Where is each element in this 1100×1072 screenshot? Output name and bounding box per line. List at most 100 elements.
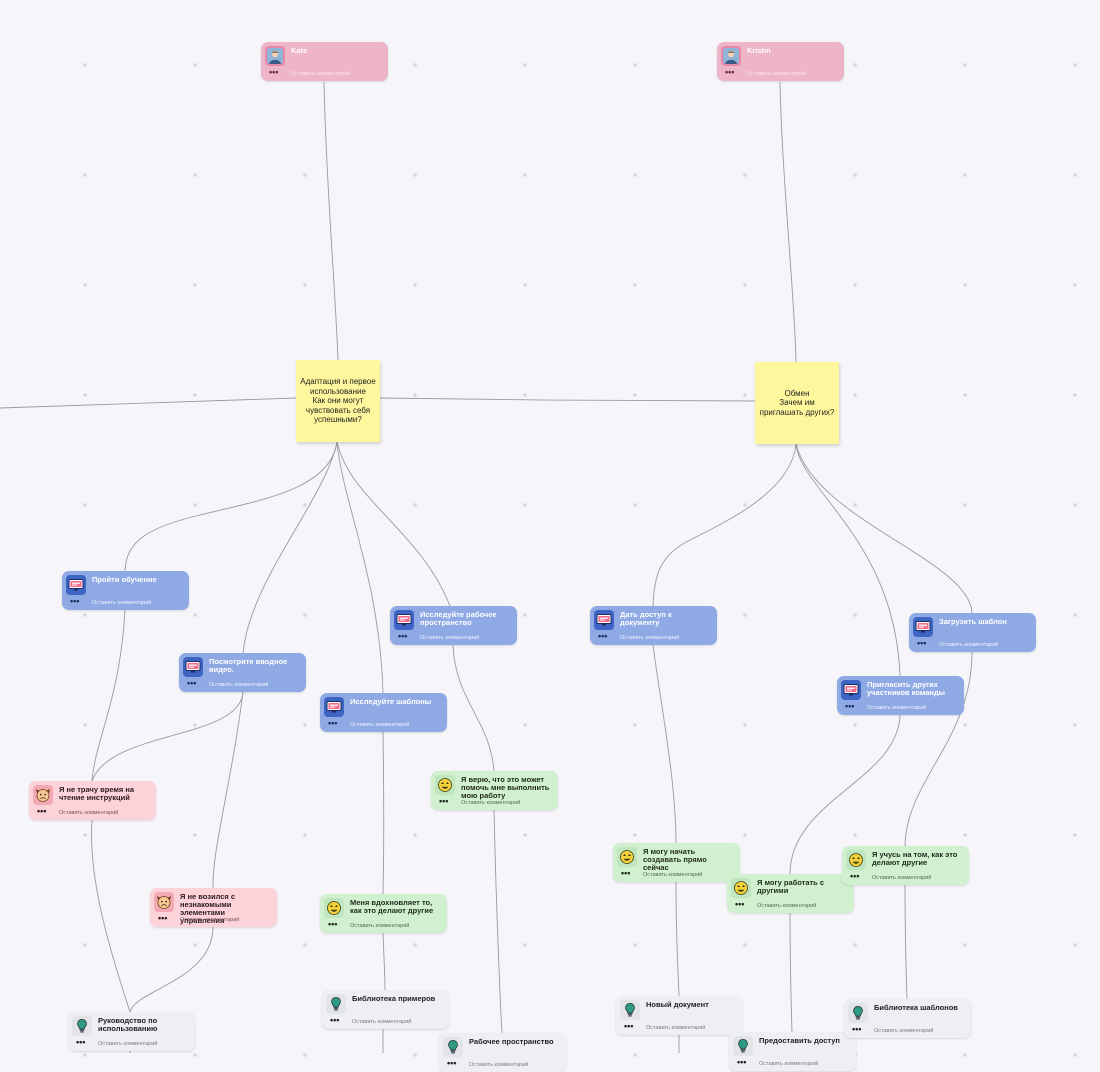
- leave-comment-link[interactable]: Оставить комментарий: [867, 705, 927, 711]
- leave-comment-link[interactable]: Оставить комментарий: [646, 1025, 706, 1031]
- more-options-icon[interactable]: •••: [735, 899, 745, 909]
- leave-comment-link[interactable]: Оставить комментарий: [180, 917, 240, 923]
- resource-card[interactable]: Библиотека примеров•••Оставить комментар…: [322, 990, 449, 1029]
- leave-comment-link[interactable]: Оставить комментарий: [757, 903, 817, 909]
- more-options-icon[interactable]: •••: [852, 1024, 862, 1034]
- action-card[interactable]: Посмотрите вводное видео.•••Оставить ком…: [179, 653, 306, 692]
- connector-line[interactable]: [336, 441, 384, 694]
- leave-comment-link[interactable]: Оставить комментарий: [59, 810, 119, 816]
- leave-comment-link[interactable]: Оставить комментарий: [469, 1062, 529, 1068]
- connector-line[interactable]: [789, 912, 793, 1033]
- connector-line[interactable]: [904, 884, 908, 1000]
- card-title: Руководство по использованию: [98, 1016, 158, 1033]
- more-options-icon[interactable]: •••: [37, 806, 47, 816]
- action-card[interactable]: Исследуйте рабочее пространство•••Остави…: [390, 606, 517, 645]
- more-options-icon[interactable]: •••: [447, 1058, 457, 1068]
- leave-comment-link[interactable]: Оставить комментарий: [620, 635, 680, 641]
- connector-line[interactable]: [323, 81, 339, 361]
- gain-card[interactable]: Я учусь на том, как это делают другие•••…: [842, 846, 969, 885]
- connector-line[interactable]: [379, 397, 756, 402]
- gain-card[interactable]: Меня вдохновляет то, как это делают друг…: [320, 894, 447, 933]
- connector-line[interactable]: [129, 926, 214, 1013]
- more-options-icon[interactable]: •••: [621, 868, 631, 878]
- gain-card[interactable]: Я верю, что это может помочь мне выполни…: [431, 771, 558, 810]
- more-options-icon[interactable]: •••: [158, 913, 168, 923]
- connector-line[interactable]: [91, 819, 131, 1013]
- leave-comment-link[interactable]: Оставить комментарий: [939, 642, 999, 648]
- connector-line[interactable]: [124, 441, 338, 572]
- more-options-icon[interactable]: •••: [70, 596, 80, 606]
- resource-card[interactable]: Руководство по использованию ••• Оставить …: [68, 1012, 195, 1051]
- connector-line[interactable]: [795, 443, 901, 677]
- action-card[interactable]: Пройти обучение•••Оставить комментарий: [62, 571, 189, 610]
- connector-line[interactable]: [452, 644, 495, 772]
- leave-comment-link[interactable]: Оставить комментарий: [92, 600, 152, 606]
- connector-line[interactable]: [212, 691, 244, 889]
- leave-comment-link[interactable]: Оставить комментарий: [747, 71, 807, 77]
- gain-card[interactable]: Я могу работать с другими•••Оставить ком…: [727, 874, 854, 913]
- resource-card[interactable]: Новый документ•••Оставить комментарий: [616, 996, 743, 1035]
- action-card[interactable]: Дать доступ к документу•••Оставить комме…: [590, 606, 717, 645]
- connector-line[interactable]: [382, 932, 386, 991]
- leave-comment-link[interactable]: Оставить комментарий: [352, 1019, 412, 1025]
- sticky-note[interactable]: Обмен Зачем им приглашать других?: [755, 362, 839, 444]
- persona-card[interactable]: Kristin•••Оставить комментарий: [717, 42, 844, 81]
- connector-line[interactable]: [336, 441, 451, 607]
- more-options-icon[interactable]: •••: [187, 678, 197, 688]
- more-options-icon[interactable]: •••: [269, 67, 279, 77]
- leave-comment-link[interactable]: Оставить комментарий: [291, 71, 351, 77]
- pain-card[interactable]: Я не трачу время на чтение инструкций•••…: [29, 781, 156, 820]
- more-options-icon[interactable]: •••: [845, 701, 855, 711]
- more-options-icon[interactable]: •••: [737, 1057, 747, 1067]
- card-title: Меня вдохновляет то, как это делают друг…: [350, 898, 434, 915]
- leave-comment-link[interactable]: Оставить комментарий: [350, 722, 410, 728]
- connector-line[interactable]: [904, 651, 973, 847]
- action-card[interactable]: Загрузить шаблон•••Оставить комментарий: [909, 613, 1036, 652]
- leave-comment-link[interactable]: Оставить комментарий: [461, 800, 521, 806]
- action-card[interactable]: Исследуйте шаблоны•••Оставить комментари…: [320, 693, 447, 732]
- card-title: Пригласить других участников команды: [867, 680, 946, 697]
- connector-line[interactable]: [382, 731, 385, 895]
- connector-line[interactable]: [493, 809, 503, 1034]
- more-options-icon[interactable]: •••: [76, 1037, 86, 1047]
- resource-card[interactable]: Библиотека шаблонов•••Оставить комментар…: [844, 999, 971, 1038]
- sticky-note[interactable]: Адаптация и первое использование Как они…: [296, 360, 380, 442]
- more-options-icon[interactable]: •••: [725, 67, 735, 77]
- star-face-icon: [324, 898, 344, 918]
- leave-comment-link[interactable]: Оставить комментарий: [350, 923, 410, 929]
- more-options-icon[interactable]: •••: [398, 631, 408, 641]
- connector-line[interactable]: [0, 397, 297, 409]
- connector-line[interactable]: [779, 81, 797, 363]
- persona-card[interactable]: Kate ••• Оставить комментарий: [261, 42, 388, 81]
- more-options-icon[interactable]: •••: [328, 718, 338, 728]
- pain-card[interactable]: Я не возился с незнакомыми элементами уп…: [150, 888, 277, 927]
- leave-comment-link[interactable]: Оставить комментарий: [643, 872, 703, 878]
- action-card[interactable]: Пригласить других участников команды ••• О…: [837, 676, 964, 715]
- connector-line[interactable]: [652, 644, 677, 844]
- card-title: Kate: [291, 46, 308, 55]
- more-options-icon[interactable]: •••: [330, 1015, 340, 1025]
- more-options-icon[interactable]: •••: [850, 871, 860, 881]
- leave-comment-link[interactable]: Оставить комментарий: [759, 1061, 819, 1067]
- connector-line[interactable]: [795, 443, 973, 614]
- more-options-icon[interactable]: •••: [328, 919, 338, 929]
- connector-line[interactable]: [789, 714, 901, 875]
- connector-line[interactable]: [91, 609, 126, 782]
- connector-line[interactable]: [91, 691, 244, 782]
- more-options-icon[interactable]: •••: [439, 796, 449, 806]
- connector-line[interactable]: [652, 443, 797, 607]
- leave-comment-link[interactable]: Оставить комментарий: [420, 635, 480, 641]
- leave-comment-link[interactable]: Оставить комментарий: [874, 1028, 934, 1034]
- connector-line[interactable]: [242, 441, 338, 654]
- resource-card[interactable]: Предоставить доступ•••Оставить комментар…: [729, 1032, 856, 1071]
- more-options-icon[interactable]: •••: [917, 638, 927, 648]
- leave-comment-link[interactable]: Оставить комментарий: [872, 875, 932, 881]
- gain-card[interactable]: Я могу начать создавать прямо сейчас•••О…: [613, 843, 740, 882]
- leave-comment-link[interactable]: Оставить комментарий: [209, 682, 269, 688]
- screen-icon: [913, 617, 933, 637]
- more-options-icon[interactable]: •••: [624, 1021, 634, 1031]
- connector-line[interactable]: [675, 881, 680, 997]
- more-options-icon[interactable]: •••: [598, 631, 608, 641]
- leave-comment-link[interactable]: Оставить комментарий: [98, 1041, 158, 1047]
